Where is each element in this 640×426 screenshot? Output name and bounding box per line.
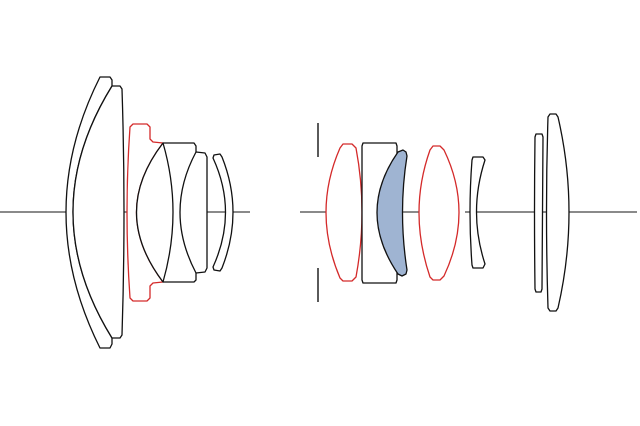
lens-element-10-red <box>418 145 460 281</box>
lens-element-7-red <box>325 143 363 282</box>
middle-group <box>317 123 486 302</box>
lens-element-9-blue <box>376 149 408 277</box>
rear-group <box>533 113 570 312</box>
lens-element-12 <box>533 133 544 293</box>
lens-element-11 <box>469 156 486 269</box>
lens-element-2 <box>72 85 125 339</box>
lens-element-4-rim <box>163 142 197 283</box>
lens-element-6 <box>212 153 234 272</box>
lens-element-4 <box>136 142 174 283</box>
lens-element-13 <box>545 113 570 312</box>
lens-element-5 <box>179 151 208 274</box>
front-group <box>65 76 234 349</box>
